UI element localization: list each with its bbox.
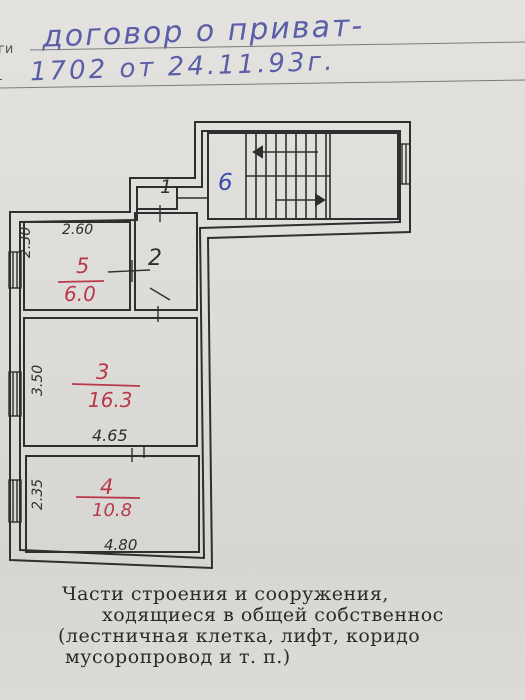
room-5-width: 2.60 <box>62 222 94 238</box>
room-1-number: 1 <box>160 176 173 198</box>
caption-line: ходящиеся в общей собственнос <box>102 604 444 626</box>
room-3-height: 3.50 <box>30 364 46 396</box>
room-4-height: 2.35 <box>30 478 46 510</box>
caption-line: (лестничная клетка, лифт, коридо <box>58 625 421 647</box>
shared-property-caption: Части строения и сооружения, ходящиеся в… <box>58 583 525 668</box>
room-5-area: 6.0 <box>64 282 96 306</box>
room-4-number: 4 <box>100 475 114 499</box>
room-5-height: 2.30 <box>18 226 34 258</box>
room-5-number: 5 <box>76 254 90 278</box>
caption-line: Части строения и сооружения, <box>62 583 389 605</box>
room-4-width: 4.80 <box>104 536 138 554</box>
room-4-area: 10.8 <box>92 500 133 521</box>
room-2-number: 2 <box>148 246 162 271</box>
left-margin-fragment: ги <box>0 42 14 57</box>
left-margin-fragment: - <box>0 72 3 87</box>
room-3-width: 4.65 <box>92 426 128 445</box>
room-3-area: 16.3 <box>88 388 133 412</box>
room-6-number: 6 <box>218 170 233 196</box>
caption-line: мусоропровод и т. п.) <box>65 646 291 668</box>
room-3-number: 3 <box>96 360 110 384</box>
